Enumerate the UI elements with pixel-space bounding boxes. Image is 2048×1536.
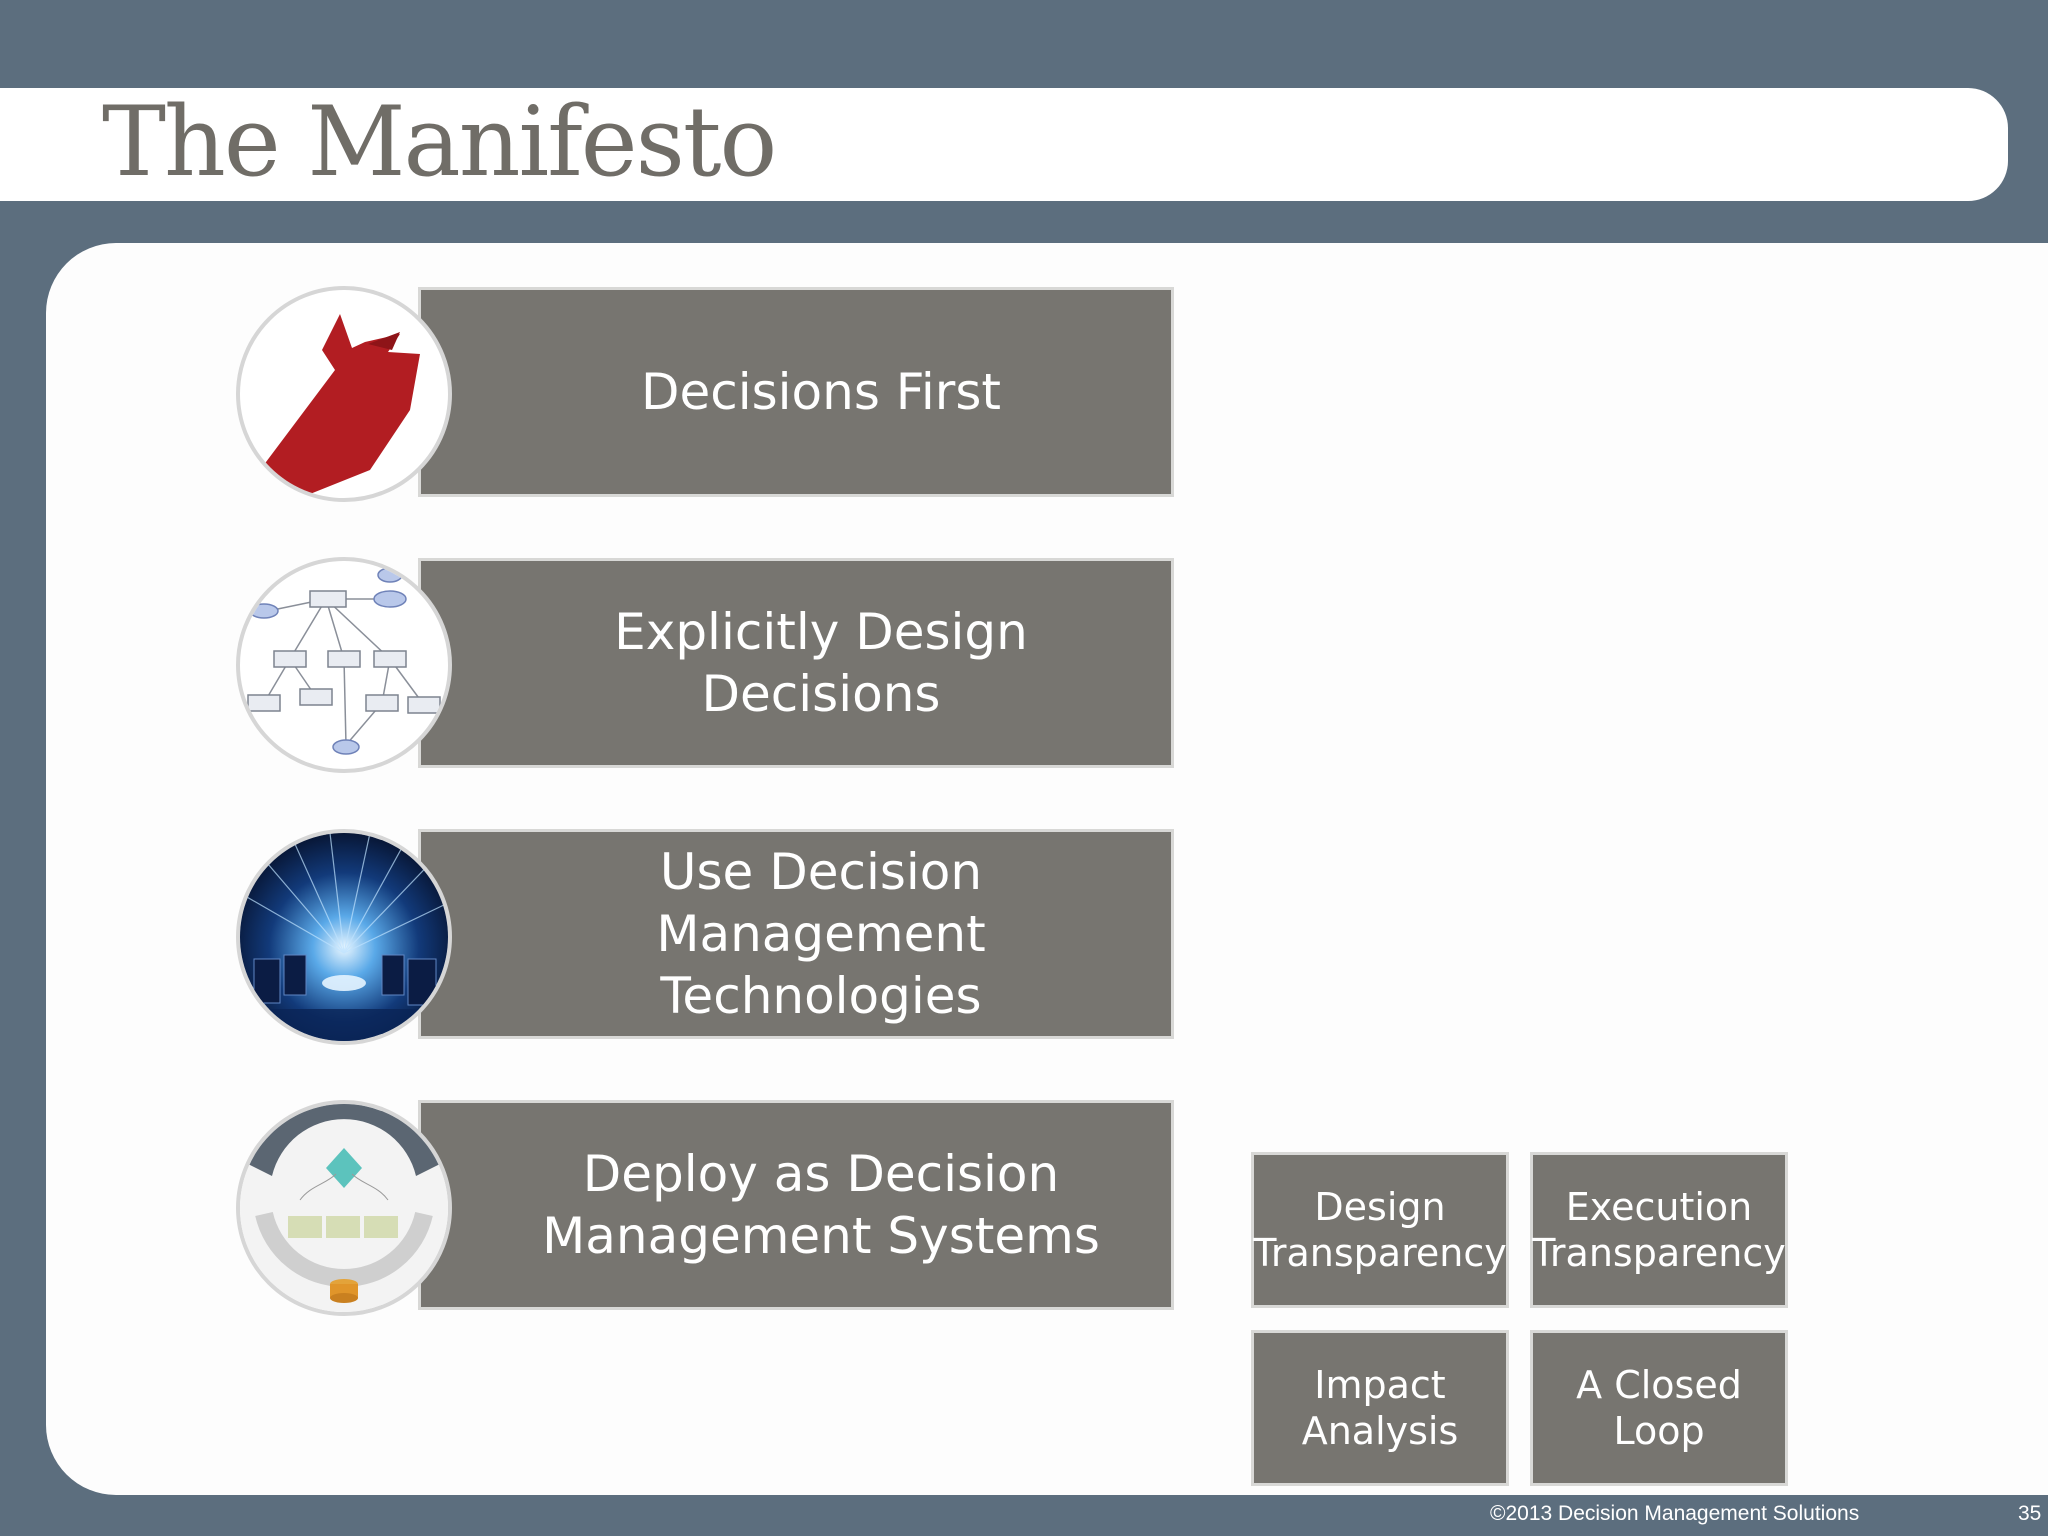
principle-label: Use Decision Management Technologies <box>656 843 986 1025</box>
principle-banner-decisions-first: Decisions First <box>418 287 1174 497</box>
principle-label: Decisions First <box>640 363 1002 421</box>
tile-label: Execution Transparency <box>1532 1185 1786 1275</box>
data-tunnel-icon <box>236 829 452 1045</box>
principle-label: Explicitly Design Decisions <box>614 603 1028 723</box>
footer-copyright: ©2013 Decision Management Solutions <box>1490 1502 1860 1525</box>
principle-banner-use-decision-management-technologies: Use Decision Management Technologies <box>418 829 1174 1039</box>
page-number: 35 <box>2018 1502 2042 1525</box>
slide-title: The Manifesto <box>102 86 777 198</box>
principle-banner-explicitly-design-decisions: Explicitly Design Decisions <box>418 558 1174 768</box>
tile-a-closed-loop: A Closed Loop <box>1530 1330 1788 1486</box>
tile-execution-transparency: Execution Transparency <box>1530 1152 1788 1308</box>
title-bar <box>0 88 2008 201</box>
decision-model-diagram-icon <box>236 557 452 773</box>
tile-label: A Closed Loop <box>1576 1363 1742 1453</box>
tile-impact-analysis: Impact Analysis <box>1251 1330 1509 1486</box>
principle-label: Deploy as Decision Management Systems <box>542 1145 1100 1265</box>
principle-banner-deploy-as-decision-management-systems: Deploy as Decision Management Systems <box>418 1100 1174 1310</box>
tile-label: Impact Analysis <box>1301 1363 1459 1453</box>
red-arrow-fork-icon <box>236 286 452 502</box>
tile-label: Design Transparency <box>1253 1185 1507 1275</box>
decision-service-architecture-icon <box>236 1100 452 1316</box>
tile-design-transparency: Design Transparency <box>1251 1152 1509 1308</box>
